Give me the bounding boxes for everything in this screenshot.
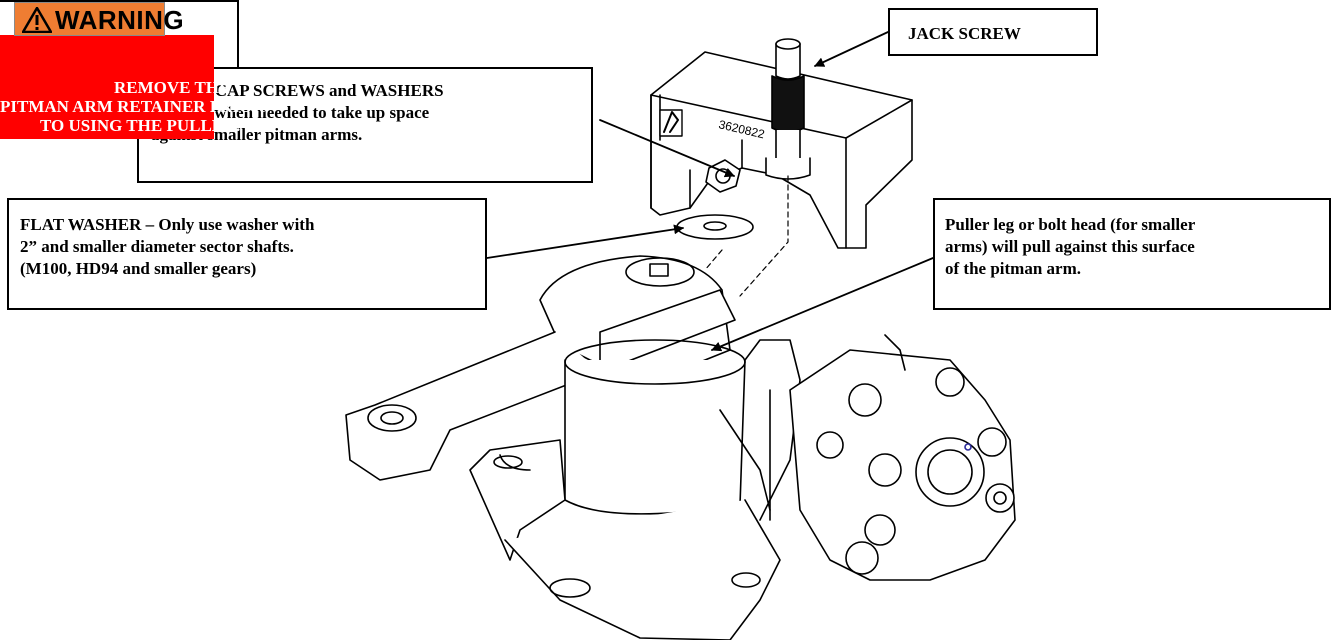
puller-leg-line-1: Puller leg or bolt head (for smaller [945,215,1196,234]
puller-leg-callout: Puller leg or bolt head (for smaller arm… [933,198,1331,310]
warning-triangle-icon [22,7,52,33]
warning-badge: WARNING [14,2,184,36]
flat-washer-line-2: 2” and smaller diameter sector shafts. [20,237,294,256]
valve-housing [789,334,1016,581]
cap-screws-line-1: 3/8”X16 CAP SCREWS and WASHERS [151,81,444,100]
warning-line-2: PITMAN ARM RETAINER PRIOR [0,97,265,116]
pitman-arm [345,255,736,481]
warning-line-1: REMOVE THE [114,78,231,97]
warning-notice: WARNING REMOVE THE PITMAN ARM RETAINER P… [0,0,265,139]
cap-screws-line-2: – Install when needed to take up space [151,103,430,122]
jack-screw [765,38,811,180]
jack-screw-label: JACK SCREW [908,24,1021,43]
flat-washer [676,214,754,240]
flat-washer-line-3: (M100, HD94 and smaller gears) [20,259,257,278]
jack-screw-callout: JACK SCREW [888,8,1098,56]
warning-line-3: TO USING THE PULLER! [40,116,242,135]
warning-red-panel [0,35,214,139]
puller-leg-line-3: of the pitman arm. [945,259,1081,278]
puller-leg-line-2: arms) will pull against this surface [945,237,1195,256]
steering-gear-housing [469,339,801,640]
flat-washer-line-1: FLAT WASHER – Only use washer with [20,215,315,234]
warning-badge-label: WARNING [55,5,185,35]
flat-washer-callout: FLAT WASHER – Only use washer with 2” an… [7,198,487,310]
